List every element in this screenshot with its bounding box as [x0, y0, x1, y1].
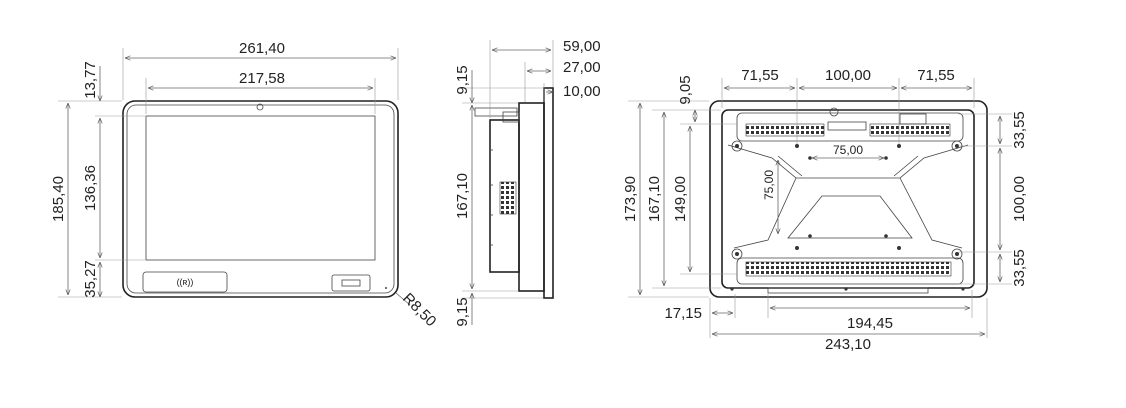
front-screen [145, 115, 376, 261]
front-button-area [331, 274, 371, 292]
side-rear-housing [489, 119, 520, 273]
rear-bottom-strip [767, 287, 929, 294]
dim-front-overall-width: 261,40 [239, 40, 285, 57]
dim-rear-vesa-center: 100,00 [825, 67, 871, 84]
vesa-hole-75 [884, 156, 888, 160]
dim-side-top-offset: 9,15 [454, 65, 471, 94]
dim-line-corner-radius [395, 292, 411, 306]
dim-rear-vesa-75-horizontal: 75,00 [833, 143, 863, 157]
dim-front-screen-height: 136,36 [82, 165, 99, 211]
dim-rear-inner-height: 149,00 [672, 176, 689, 222]
rear-bottom-vent [745, 261, 952, 277]
rear-top-port [827, 121, 867, 131]
front-bezel-inner [126, 104, 395, 294]
side-connector [502, 111, 520, 123]
vesa-hole-100 [897, 144, 901, 148]
dim-rear-right-center: 100,00 [1011, 176, 1028, 222]
front-indicator-dot [385, 287, 387, 289]
front-camera-icon [256, 103, 264, 111]
front-button-inner [341, 279, 361, 287]
dim-front-bottom-bezel: 35,27 [82, 260, 99, 298]
dim-side-cutout-height: 167,10 [454, 173, 471, 219]
vesa-hole-100 [897, 246, 901, 250]
rear-mount-hole [951, 248, 963, 260]
dim-front-overall-height: 185,40 [50, 176, 67, 222]
rear-top-right-connector [899, 113, 927, 125]
dim-front-top-bezel: 13,77 [82, 61, 99, 99]
dim-rear-cutout-height: 167,10 [646, 176, 663, 222]
side-front-flange [543, 87, 554, 299]
dim-rear-vesa-left: 71,55 [741, 67, 779, 84]
dim-rear-overall-height: 173,90 [622, 176, 639, 222]
front-bezel-outline [122, 100, 399, 298]
vesa-hole-75 [808, 234, 812, 238]
dim-side-bottom-offset: 9,15 [454, 297, 471, 326]
rear-view: 71,55 100,00 71,55 75,00 75,00 173,90 16… [622, 67, 1028, 353]
rear-top-vent-left [745, 123, 825, 137]
side-view: 59,00 27,00 10,00 9,15 167,10 9,15 [454, 38, 601, 327]
vesa-hole-100 [795, 246, 799, 250]
nfc-reader-area [142, 271, 228, 293]
rear-cover [721, 109, 975, 289]
dim-rear-inner-width: 194,45 [847, 315, 893, 332]
dim-side-total-depth: 59,00 [563, 38, 601, 55]
side-vent-grille [499, 181, 517, 215]
dim-side-flange-depth: 10,00 [563, 83, 601, 100]
front-view: ((ʀ)) 261,40 217,58 185,40 13,77 136,36 … [50, 40, 439, 330]
dim-rear-overall-width: 243,10 [825, 336, 871, 353]
rear-mount-hole [731, 248, 743, 260]
rear-mount-hole [731, 140, 743, 152]
dim-rear-vesa-right: 71,55 [917, 67, 955, 84]
dim-front-screen-width: 217,58 [239, 70, 285, 87]
dim-rear-right-top: 33,55 [1011, 111, 1028, 149]
dim-side-body-depth: 27,00 [563, 59, 601, 76]
rear-stiffening-rib [727, 144, 969, 249]
nfc-icon: ((ʀ)) [177, 277, 194, 287]
dim-rear-left-offset: 17,15 [664, 305, 702, 322]
rear-outer-frame [709, 100, 988, 298]
rear-antenna-connector [829, 107, 839, 117]
rear-top-vent-right [869, 123, 951, 137]
vesa-hole-100 [795, 144, 799, 148]
rear-bottom-bracket [736, 257, 964, 285]
rear-top-bracket [736, 112, 964, 142]
dim-rear-right-bottom: 33,55 [1011, 249, 1028, 287]
vesa-hole-75 [808, 156, 812, 160]
dim-corner-radius: R8,50 [399, 290, 439, 330]
dim-rear-vesa-75-vertical: 75,00 [762, 170, 776, 200]
side-body [518, 102, 545, 292]
dim-rear-top-offset: 9,05 [677, 75, 694, 104]
vesa-hole-75 [884, 234, 888, 238]
